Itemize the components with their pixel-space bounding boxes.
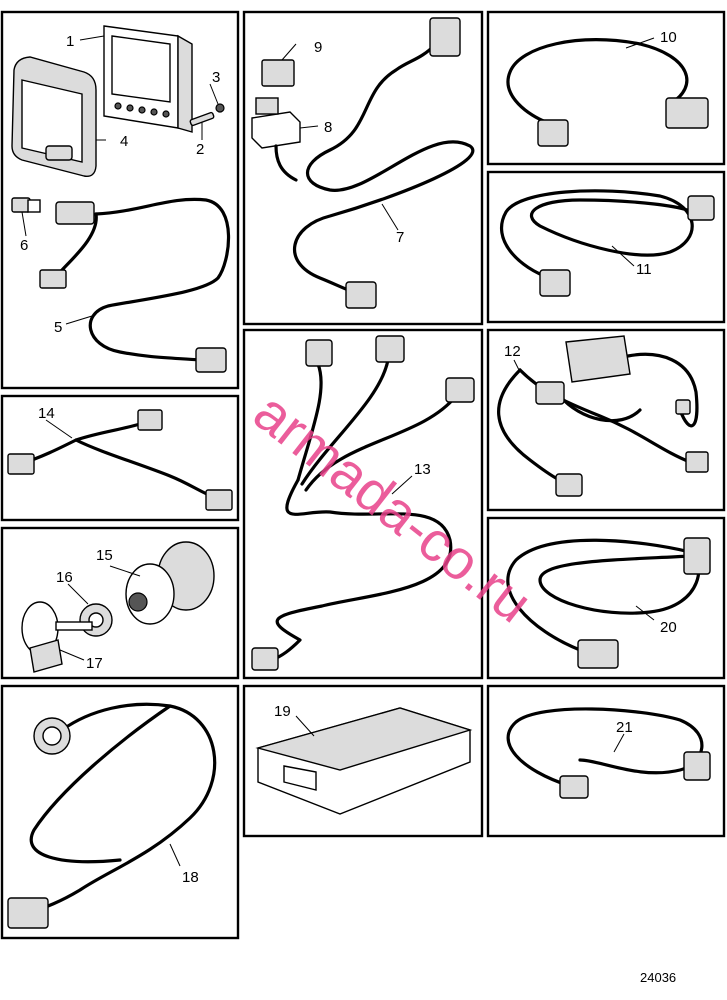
panel-control-unit-19 [242, 684, 484, 838]
callout-3: 3 [212, 69, 220, 86]
relay-holder-8 [251, 97, 301, 149]
callout-4: 4 [120, 133, 128, 150]
callout-19: 19 [274, 703, 291, 720]
callout-5: 5 [54, 319, 62, 336]
callout-13: 13 [414, 461, 431, 478]
callout-6: 6 [20, 237, 28, 254]
callout-9: 9 [314, 39, 322, 56]
panel-cable-20 [486, 516, 726, 680]
callout-10: 10 [660, 29, 677, 46]
harness-12 [497, 335, 709, 497]
panel-cable-21 [486, 684, 726, 838]
panel-harness-7 [242, 10, 484, 326]
figure-reference: 24036 [640, 970, 676, 985]
control-unit-19 [255, 707, 473, 815]
panel-cable-18 [0, 684, 240, 940]
display-unit [103, 25, 193, 133]
callout-12: 12 [504, 343, 521, 360]
connector-6 [11, 197, 41, 213]
callout-18: 18 [182, 869, 199, 886]
callout-8: 8 [324, 119, 332, 136]
callout-17: 17 [86, 655, 103, 672]
panel-cable-10 [486, 10, 726, 166]
callout-21: 21 [616, 719, 633, 736]
callout-20: 20 [660, 619, 677, 636]
callout-16: 16 [56, 569, 73, 586]
callout-2: 2 [196, 141, 204, 158]
nut [215, 103, 225, 113]
harness-14 [7, 409, 233, 511]
connector-block-12 [565, 335, 631, 383]
callout-14: 14 [38, 405, 55, 422]
cable-20 [506, 537, 711, 669]
relay-9 [261, 59, 295, 87]
display-cover [11, 56, 97, 177]
callout-1: 1 [66, 33, 74, 50]
harness-5 [39, 197, 231, 373]
cable-10 [506, 38, 709, 147]
harness-13 [251, 335, 475, 671]
cable-18 [7, 702, 217, 929]
round-connector-18 [33, 717, 71, 755]
key-17 [21, 601, 93, 673]
bolt [189, 111, 215, 127]
panel-harness-13 [242, 328, 484, 680]
ignition-switch-15 [125, 541, 215, 625]
harness-7 [274, 17, 475, 309]
panel-harness-12 [486, 328, 726, 512]
panel-display-unit [0, 10, 240, 390]
cable-11 [499, 189, 715, 297]
callout-15: 15 [96, 547, 113, 564]
callout-labels: 1 2 3 4 5 6 7 8 9 10 11 12 13 14 15 16 1… [20, 29, 677, 886]
panel-harness-14 [0, 394, 240, 522]
callout-7: 7 [396, 229, 404, 246]
callout-11: 11 [636, 261, 652, 278]
nut-16 [79, 603, 113, 637]
panel-cable-11 [486, 170, 726, 324]
cable-21 [506, 707, 711, 799]
panel-ignition [0, 526, 240, 680]
